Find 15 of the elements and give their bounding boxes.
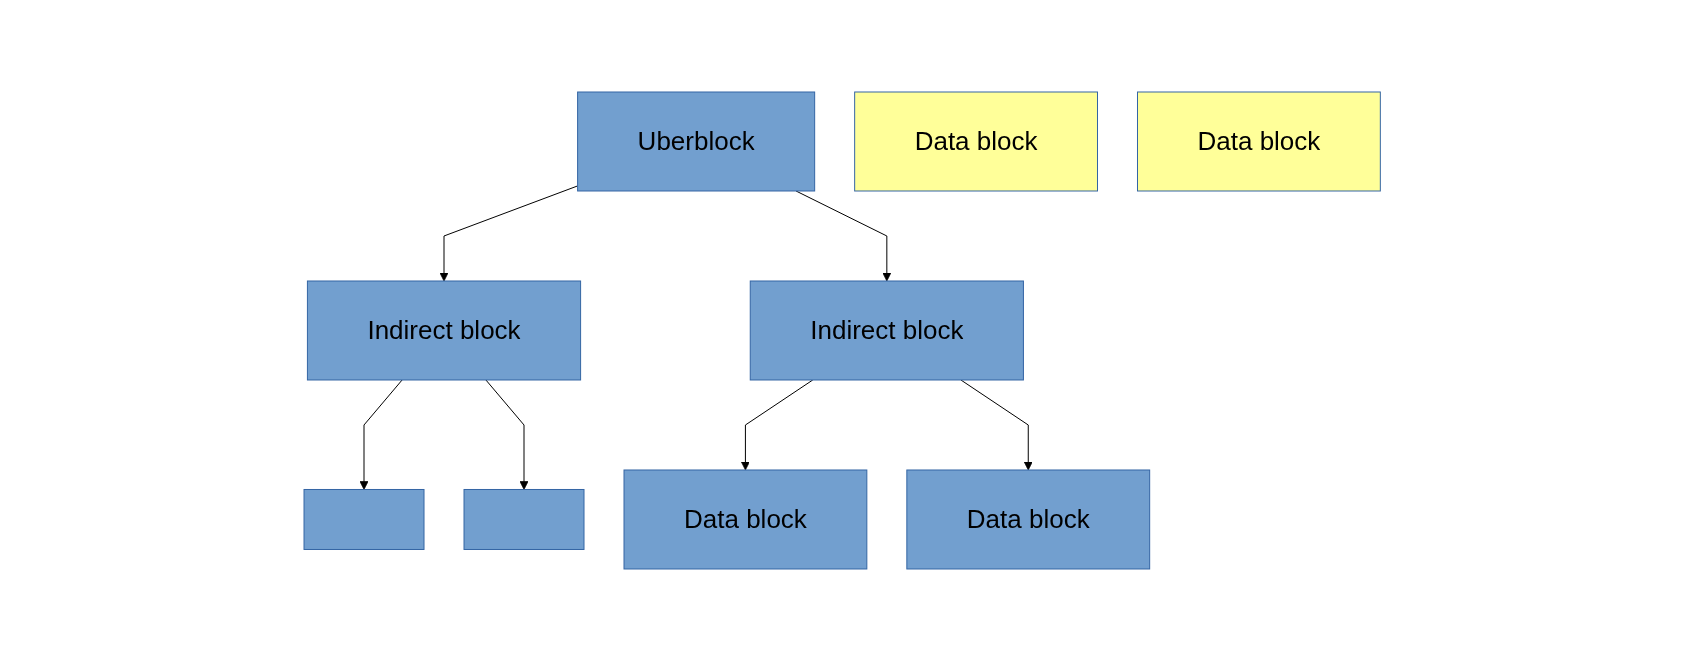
arrow <box>485 379 529 490</box>
node-box: Indirect block <box>750 280 1025 380</box>
node-box: Uberblock <box>577 91 816 191</box>
node-box: Data block <box>906 469 1151 569</box>
node-box <box>303 488 425 550</box>
node-box <box>463 488 585 550</box>
arrow <box>741 379 814 470</box>
arrow <box>795 190 892 281</box>
node-box: Data block <box>623 469 868 569</box>
node-box: Data block <box>1137 91 1382 191</box>
node-box: Indirect block <box>307 280 582 380</box>
arrow <box>960 379 1033 470</box>
arrow <box>359 379 403 490</box>
node-box: Data block <box>854 91 1099 191</box>
arrow <box>439 184 579 281</box>
